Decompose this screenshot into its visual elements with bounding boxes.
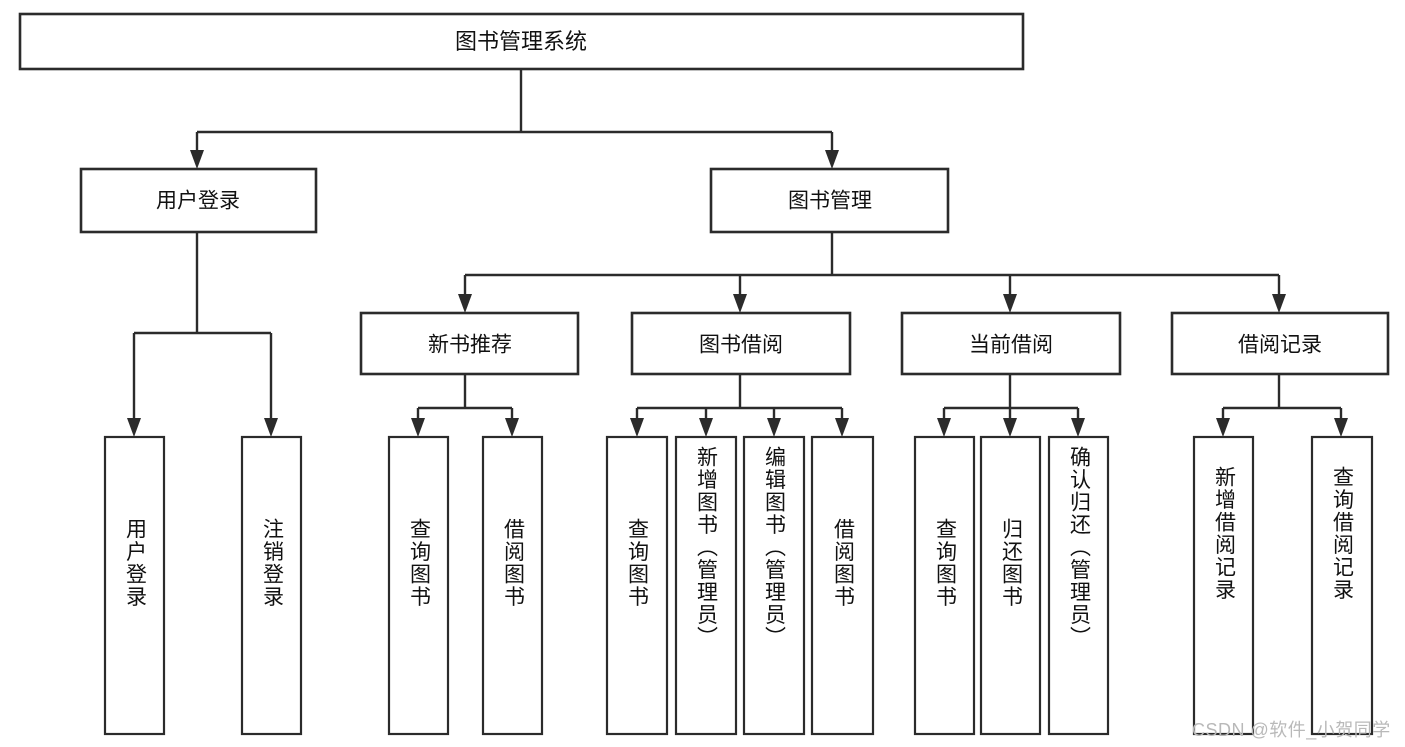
connectors-book-borrow-to-leaves [630,374,849,437]
node-box-leaf-return-books[interactable] [979,435,1042,736]
node-box-new-book-recommend[interactable] [359,311,580,376]
node-box-leaf-query-books-recommend[interactable] [387,435,450,736]
node-box-book-borrow[interactable] [630,311,852,376]
node-box-current-borrow[interactable] [900,311,1122,376]
node-box-leaf-user-login[interactable] [103,435,166,736]
node-box-leaf-borrow-books[interactable] [810,435,875,736]
connectors-borrow-record-to-leaves [1216,374,1348,437]
node-box-book-management[interactable] [709,167,950,234]
connectors-new-books-to-leaves [411,374,519,437]
node-box-user-login[interactable] [79,167,318,234]
node-box-leaf-borrow-books-recommend[interactable] [481,435,544,736]
node-box-leaf-add-book-admin[interactable] [674,435,738,736]
node-box-leaf-query-borrow-record[interactable] [1310,435,1374,736]
connectors-book-mgmt-to-level3 [458,232,1286,313]
node-box-leaf-confirm-return-admin[interactable] [1047,435,1110,736]
node-box-leaf-query-books-borrow[interactable] [605,435,669,736]
node-box-leaf-query-books-current[interactable] [913,435,976,736]
node-box-root[interactable] [18,12,1025,71]
connectors-root-to-level2 [190,69,839,169]
connectors-current-borrow-to-leaves [937,374,1085,437]
node-box-leaf-logout[interactable] [240,435,303,736]
node-box-leaf-add-borrow-record[interactable] [1192,435,1255,736]
node-box-borrow-record[interactable] [1170,311,1390,376]
connectors-user-login-to-leaves [127,232,278,437]
node-box-leaf-edit-book-admin[interactable] [742,435,806,736]
